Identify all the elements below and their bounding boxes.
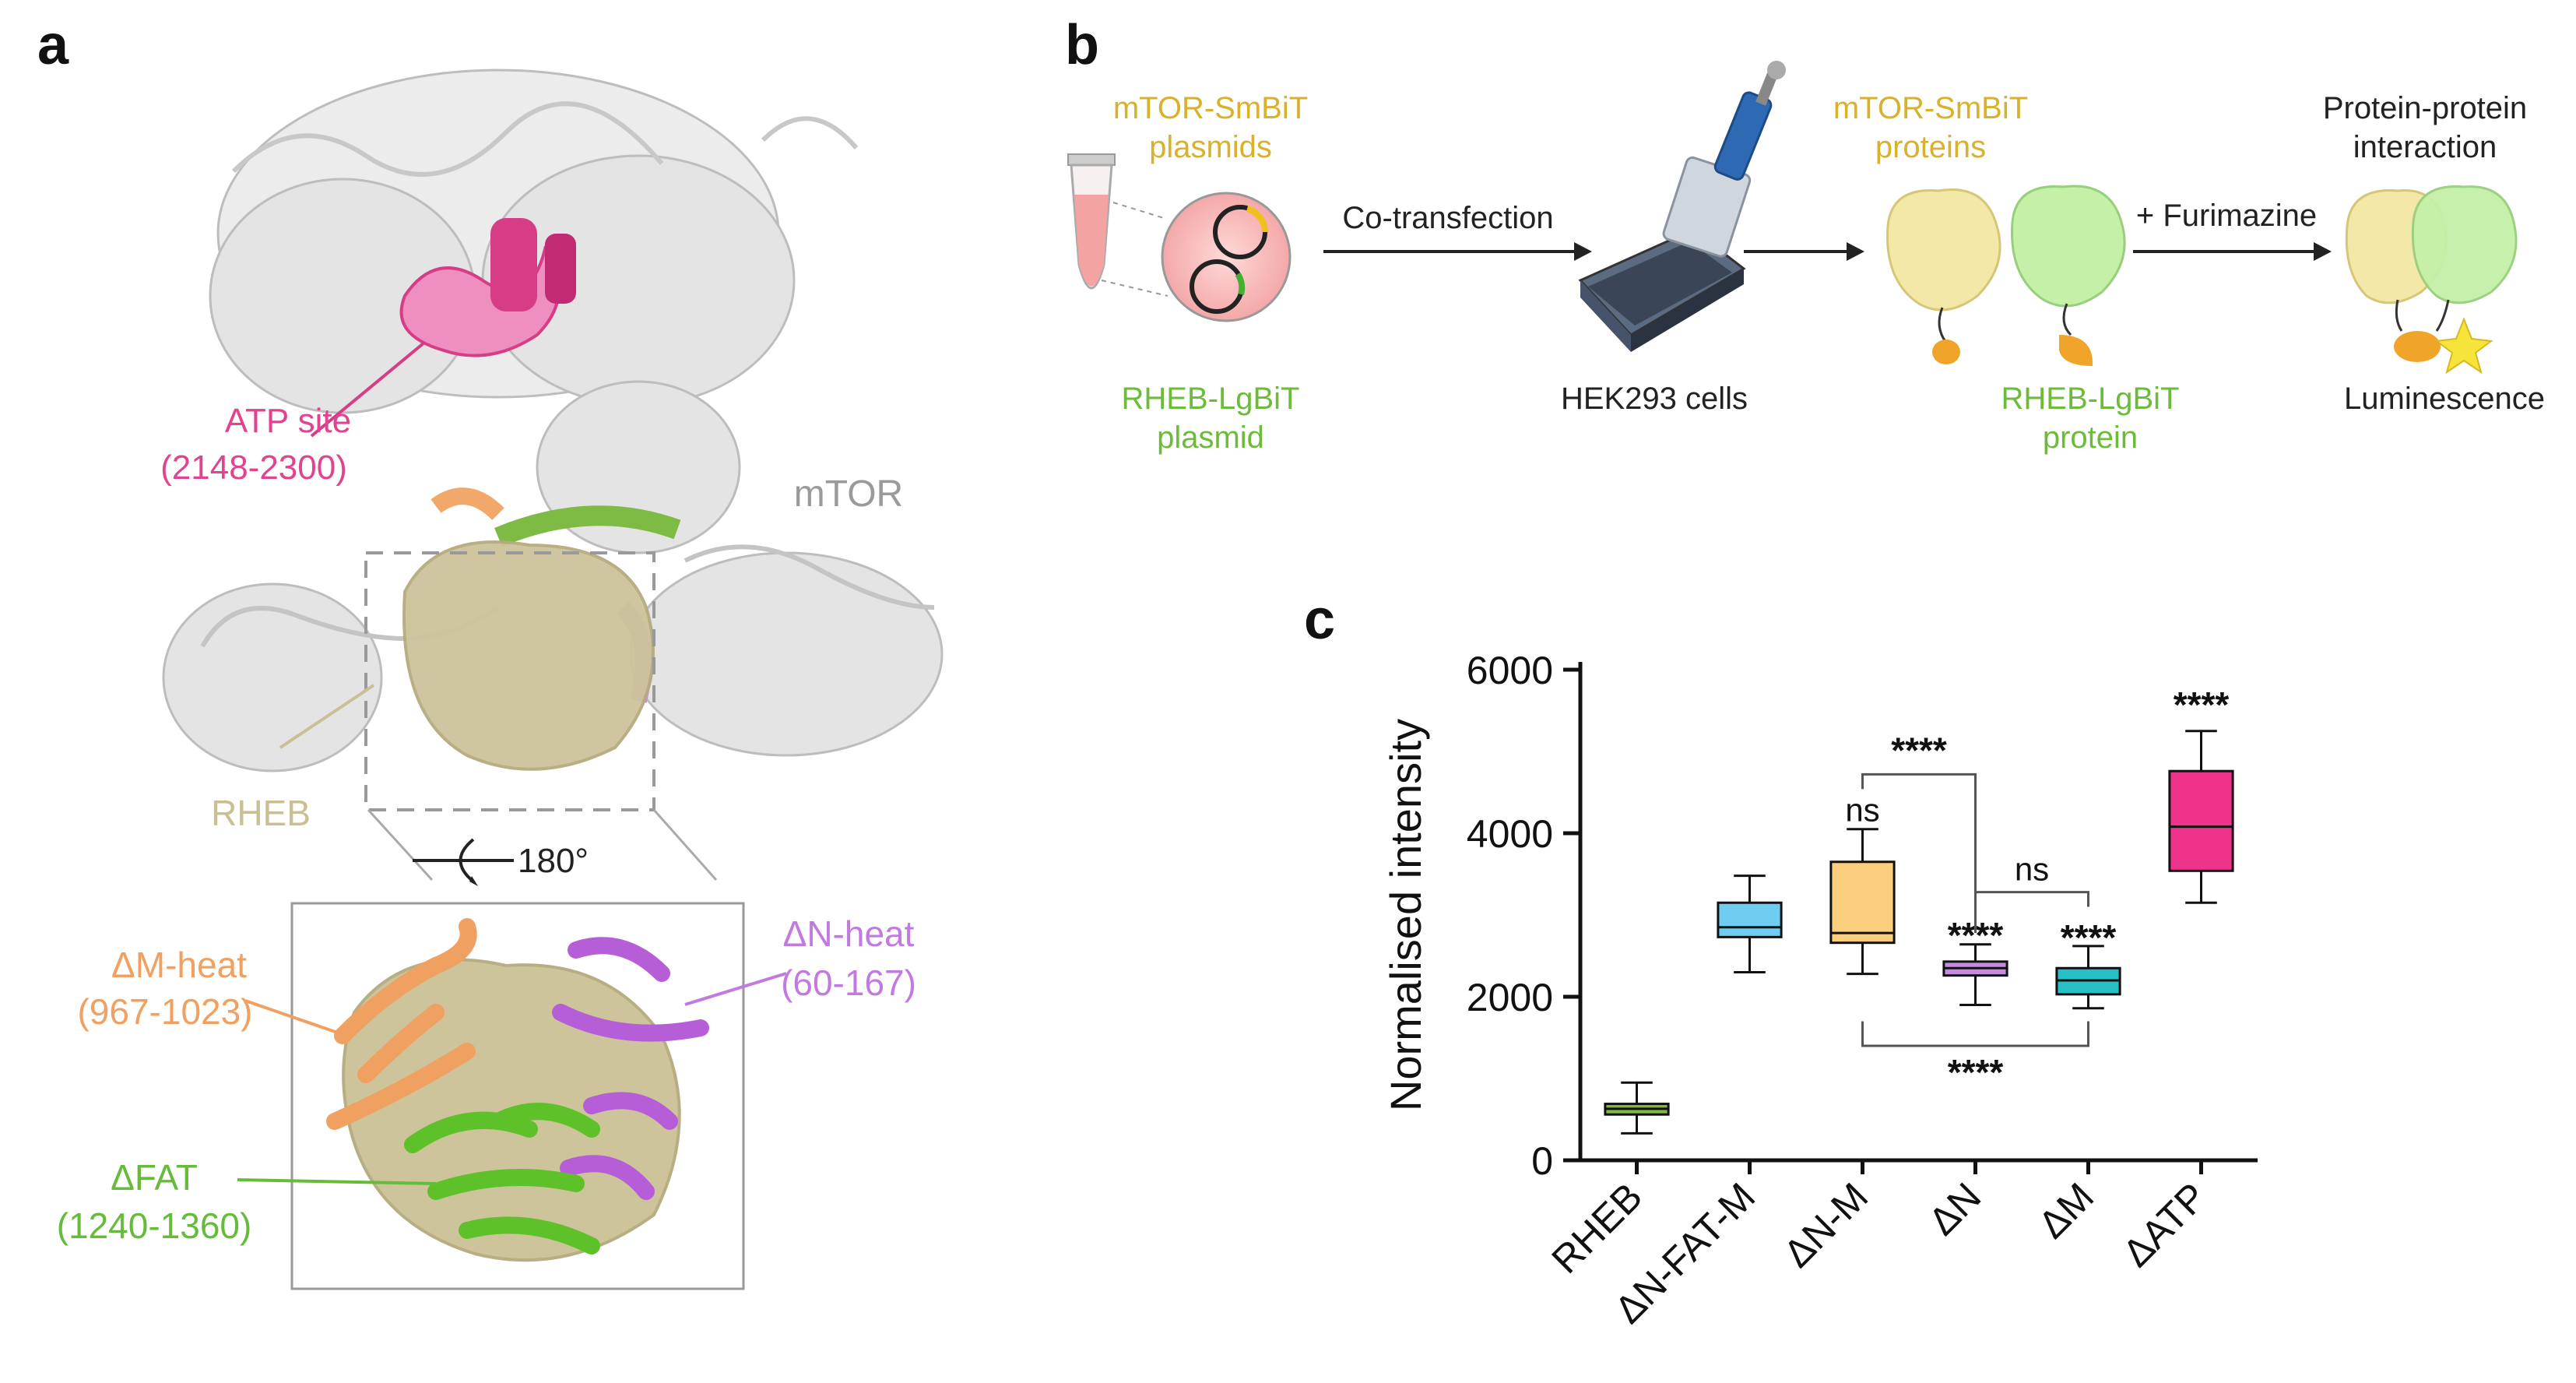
mheat-ribbon <box>431 487 504 521</box>
smbit-proteins-line2: proteins <box>1875 130 1986 164</box>
x-tick-label: ΔN <box>1921 1174 1990 1244</box>
arrowhead-furimazine <box>2314 242 2332 261</box>
rotation-icon <box>413 838 514 886</box>
mheat-range-label: (967-1023) <box>77 991 252 1032</box>
lgbit-plasmid-line1: RHEB-LgBiT <box>1122 382 1300 416</box>
smbit-plasmids-line1: mTOR-SmBiT <box>1113 91 1308 125</box>
fat-range-label: (1240-1360) <box>57 1205 252 1246</box>
box-1 <box>1717 901 1783 938</box>
zoom-line-left <box>367 808 434 882</box>
rheb-leader <box>279 684 375 749</box>
lgbit-protein-line2: protein <box>2043 421 2138 455</box>
tube-dash-bottom <box>1101 280 1169 297</box>
lgbit-protein-line1: RHEB-LgBiT <box>2001 382 2180 416</box>
ppi-line2: interaction <box>2353 130 2497 164</box>
fat-ribbon <box>494 505 681 547</box>
nheat-leader <box>684 972 787 1006</box>
y-axis-label: Normalised intensity <box>1381 719 1430 1111</box>
bracket-label: ns <box>2015 851 2049 888</box>
luminescence-label: Luminescence <box>2344 382 2545 416</box>
box-5 <box>2168 769 2234 872</box>
bracket-label: **** <box>1948 1052 2004 1093</box>
smbit-proteins-line1: mTOR-SmBiT <box>1833 91 2028 125</box>
arrowhead-expression <box>1847 242 1864 261</box>
fat-inset-ribbon <box>404 1103 600 1255</box>
tube-dash-top <box>1112 202 1165 219</box>
furimazine-label: + Furimazine <box>2136 199 2317 233</box>
rheb-surface <box>402 540 655 771</box>
panel-letter-b: b <box>1065 14 1099 76</box>
x-tick-label: ΔM <box>2030 1174 2103 1247</box>
smbit-plasmids-line2: plasmids <box>1149 130 1272 164</box>
atp-site-label: ATP site <box>225 402 351 440</box>
fat-leader <box>237 1178 437 1185</box>
panel-letter-c: c <box>1304 589 1335 651</box>
panel-letter-a: a <box>37 14 69 76</box>
x-tick-label: ΔN-M <box>1775 1174 1876 1276</box>
panel-a-structure: ATP site (2148-2300) mTOR RHEB 180° <box>57 69 944 1290</box>
complex-icon <box>2345 185 2518 375</box>
nheat-range-label: (60-167) <box>781 962 916 1003</box>
arrowhead-cotransfection <box>1574 242 1592 261</box>
zoom-box <box>364 551 655 811</box>
y-tick-label: 4000 <box>1467 812 1553 856</box>
atp-leader <box>310 341 426 438</box>
box-2 <box>1829 860 1896 945</box>
plate-pipette-icon <box>1578 61 1786 352</box>
fat-label: ΔFAT <box>111 1157 198 1198</box>
lgbit-plasmid-line2: plasmid <box>1157 421 1264 455</box>
lgbit-protein-icon <box>2011 185 2126 366</box>
y-tick-label: 2000 <box>1467 976 1553 1019</box>
rheb-label: RHEB <box>211 793 311 833</box>
ppi-line1: Protein-protein <box>2323 91 2527 125</box>
significance-label: ns <box>1845 791 1879 828</box>
bracket-label: **** <box>1891 730 1947 770</box>
nheat-inset-ribbon <box>552 937 709 1200</box>
chart-boxes <box>1604 730 2234 1135</box>
mtor-label: mTOR <box>794 473 903 515</box>
panel-b-schematic: mTOR-SmBiT plasmids RHEB-LgBiT plasmid C… <box>1067 61 2545 455</box>
y-tick-label: 6000 <box>1467 649 1553 692</box>
zoom-line-right <box>652 809 718 881</box>
atp-site-ribbon <box>399 218 576 357</box>
y-tick-label: 0 <box>1531 1139 1553 1183</box>
chart-annotations: ************ns****ns**** <box>1845 684 2229 1093</box>
cotransfection-label: Co-transfection <box>1342 201 1553 235</box>
atp-range-label: (2148-2300) <box>160 449 347 487</box>
mheat-label: ΔM-heat <box>111 945 247 985</box>
hek-label: HEK293 cells <box>1561 382 1748 416</box>
significance-bracket <box>1861 1021 2089 1047</box>
mheat-inset-ribbon <box>326 918 477 1130</box>
plasmid-circle-icon <box>1161 192 1292 322</box>
tube-icon <box>1067 153 1116 290</box>
significance-label: **** <box>2174 684 2230 725</box>
significance-bracket <box>1974 891 2089 907</box>
x-tick-label: RHEB <box>1543 1174 1650 1282</box>
mheat-leader <box>244 999 347 1037</box>
x-tick-label: ΔATP <box>2114 1174 2215 1275</box>
significance-bracket <box>1861 772 1977 934</box>
smbit-protein-icon <box>1886 188 2001 364</box>
rotation-label: 180° <box>518 842 589 880</box>
significance-label: **** <box>2061 917 2117 958</box>
nheat-label: ΔN-heat <box>783 913 915 954</box>
